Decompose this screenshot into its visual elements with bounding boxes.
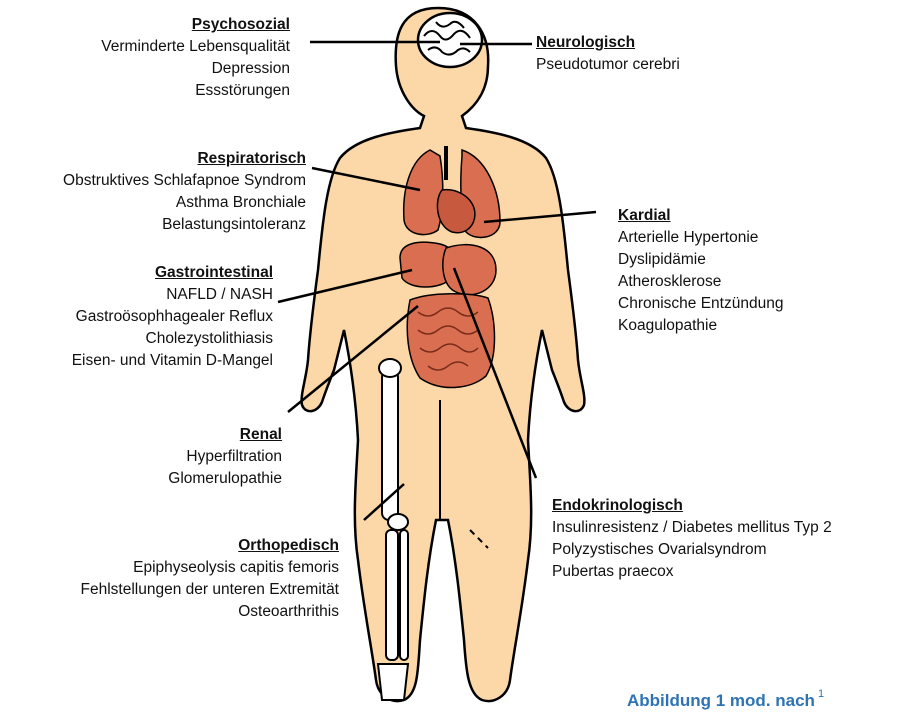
list-item: Verminderte Lebensqualität: [101, 36, 290, 58]
list-item: Polyzystisches Ovarialsyndrom: [552, 539, 832, 561]
group-endokrinologisch: Endokrinologisch Insulinresistenz / Diab…: [552, 495, 832, 583]
list-item: Chronische Entzündung: [618, 293, 783, 315]
list-item: Glomerulopathie: [168, 468, 282, 490]
list-item: Essstörungen: [101, 80, 290, 102]
list-item: NAFLD / NASH: [72, 284, 273, 306]
group-title: Psychosozial: [101, 14, 290, 36]
list-item: Obstruktives Schlafapnoe Syndrom: [63, 170, 306, 192]
list-item: Insulinresistenz / Diabetes mellitus Typ…: [552, 517, 832, 539]
caption-text: Abbildung 1 mod. nach: [627, 691, 815, 710]
list-item: Koagulopathie: [618, 315, 783, 337]
group-title: Kardial: [618, 205, 783, 227]
group-orthopedisch: Orthopedisch Epiphyseolysis capitis femo…: [81, 535, 339, 623]
group-neurologisch: Neurologisch Pseudotumor cerebri: [536, 32, 680, 76]
list-item: Belastungsintoleranz: [63, 214, 306, 236]
list-item: Cholezystolithiasis: [72, 328, 273, 350]
group-respiratorisch: Respiratorisch Obstruktives Schlafapnoe …: [63, 148, 306, 236]
list-item: Eisen- und Vitamin D-Mangel: [72, 350, 273, 372]
group-renal: Renal Hyperfiltration Glomerulopathie: [168, 424, 282, 490]
list-item: Asthma Bronchiale: [63, 192, 306, 214]
caption-reference: 1: [818, 688, 824, 700]
brain-icon: [418, 13, 482, 67]
group-title: Gastrointestinal: [72, 262, 273, 284]
list-item: Fehlstellungen der unteren Extremität: [81, 579, 339, 601]
list-item: Hyperfiltration: [168, 446, 282, 468]
list-item: Gastroösophhagealer Reflux: [72, 306, 273, 328]
list-item: Dyslipidämie: [618, 249, 783, 271]
group-title: Respiratorisch: [63, 148, 306, 170]
group-title: Orthopedisch: [81, 535, 339, 557]
group-title: Renal: [168, 424, 282, 446]
group-title: Endokrinologisch: [552, 495, 832, 517]
group-title: Neurologisch: [536, 32, 680, 54]
list-item: Atherosklerose: [618, 271, 783, 293]
list-item: Depression: [101, 58, 290, 80]
group-kardial: Kardial Arterielle Hypertonie Dyslipidäm…: [618, 205, 783, 337]
group-psychosozial: Psychosozial Verminderte Lebensqualität …: [101, 14, 290, 102]
list-item: Osteoarthrithis: [81, 601, 339, 623]
list-item: Epiphyseolysis capitis femoris: [81, 557, 339, 579]
group-gastrointestinal: Gastrointestinal NAFLD / NASH Gastroösop…: [72, 262, 273, 372]
list-item: Arterielle Hypertonie: [618, 227, 783, 249]
list-item: Pseudotumor cerebri: [536, 54, 680, 76]
list-item: Pubertas praecox: [552, 561, 832, 583]
